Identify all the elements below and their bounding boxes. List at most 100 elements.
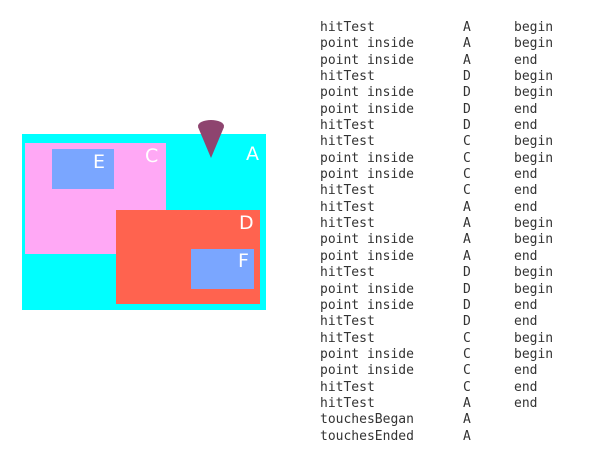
log-event: point inside — [320, 363, 414, 379]
log-event: point inside — [320, 101, 414, 117]
log-phase: begin — [514, 330, 554, 346]
log-view: A — [463, 36, 471, 52]
log-view: A — [463, 52, 471, 68]
view-e[interactable] — [52, 149, 114, 189]
log-event: hitTest — [320, 379, 375, 395]
view-hierarchy-diagram: A C E D F — [22, 120, 266, 310]
log-view: A — [463, 428, 471, 444]
log-phase: begin — [514, 69, 554, 85]
log-phase: end — [514, 314, 538, 330]
log-phase: end — [514, 183, 538, 199]
log-phase — [514, 412, 574, 428]
log-event: hitTest — [320, 183, 375, 199]
log-view: D — [463, 281, 471, 297]
log-phase: end — [514, 379, 538, 395]
log-event: hitTest — [320, 314, 375, 330]
log-view: C — [463, 330, 471, 346]
log-view: C — [463, 346, 471, 362]
log-event: point inside — [320, 150, 414, 166]
log-view: A — [463, 248, 471, 264]
log-phase: begin — [514, 232, 554, 248]
log-phase: begin — [514, 346, 554, 362]
log-event: point inside — [320, 248, 414, 264]
log-phase: end — [514, 118, 538, 134]
log-event: point inside — [320, 85, 414, 101]
view-d-label: D — [239, 212, 254, 234]
log-phase: begin — [514, 134, 554, 150]
log-event: hitTest — [320, 395, 375, 411]
log-event: hitTest — [320, 199, 375, 215]
log-view: D — [463, 69, 471, 85]
log-view: D — [463, 297, 471, 313]
log-event: hitTest — [320, 20, 375, 35]
log-view: D — [463, 118, 471, 134]
log-view: A — [463, 216, 471, 232]
log-view: A — [463, 20, 471, 35]
log-event: hitTest — [320, 69, 375, 85]
log-event: hitTest — [320, 118, 375, 134]
log-view: A — [463, 232, 471, 248]
log-phase: begin — [514, 85, 554, 101]
log-phase: end — [514, 52, 538, 68]
log-view: C — [463, 363, 471, 379]
log-event: point inside — [320, 297, 414, 313]
log-view: D — [463, 101, 471, 117]
log-view: C — [463, 150, 471, 166]
log-event: point inside — [320, 52, 414, 68]
log-phase: end — [514, 101, 538, 117]
log-view: C — [463, 134, 471, 150]
log-phase: begin — [514, 265, 554, 281]
log-phase: begin — [514, 150, 554, 166]
log-view: A — [463, 412, 471, 428]
log-view: C — [463, 379, 471, 395]
log-view: D — [463, 85, 471, 101]
log-event: hitTest — [320, 265, 375, 281]
log-event: point inside — [320, 36, 414, 52]
log-phase: end — [514, 248, 538, 264]
log-phase: end — [514, 395, 538, 411]
view-f[interactable] — [191, 249, 254, 289]
log-view: A — [463, 395, 471, 411]
log-view: A — [463, 199, 471, 215]
log-event: point inside — [320, 281, 414, 297]
view-c-label: C — [145, 145, 159, 167]
log-phase — [514, 429, 574, 445]
touch-point-icon — [198, 120, 224, 158]
log-phase: end — [514, 199, 538, 215]
log-phase: begin — [514, 36, 554, 52]
view-e-label: E — [93, 151, 106, 173]
view-f-label: F — [238, 250, 249, 272]
log-event: hitTest — [320, 216, 375, 232]
view-a-label: A — [246, 143, 259, 165]
log-event: hitTest — [320, 330, 375, 346]
log-view: D — [463, 265, 471, 281]
log-view: C — [463, 167, 471, 183]
log-phase: begin — [514, 281, 554, 297]
log-phase: begin — [514, 216, 554, 232]
log-view: D — [463, 314, 471, 330]
log-event: hitTest — [320, 134, 375, 150]
log-event: point inside — [320, 167, 414, 183]
